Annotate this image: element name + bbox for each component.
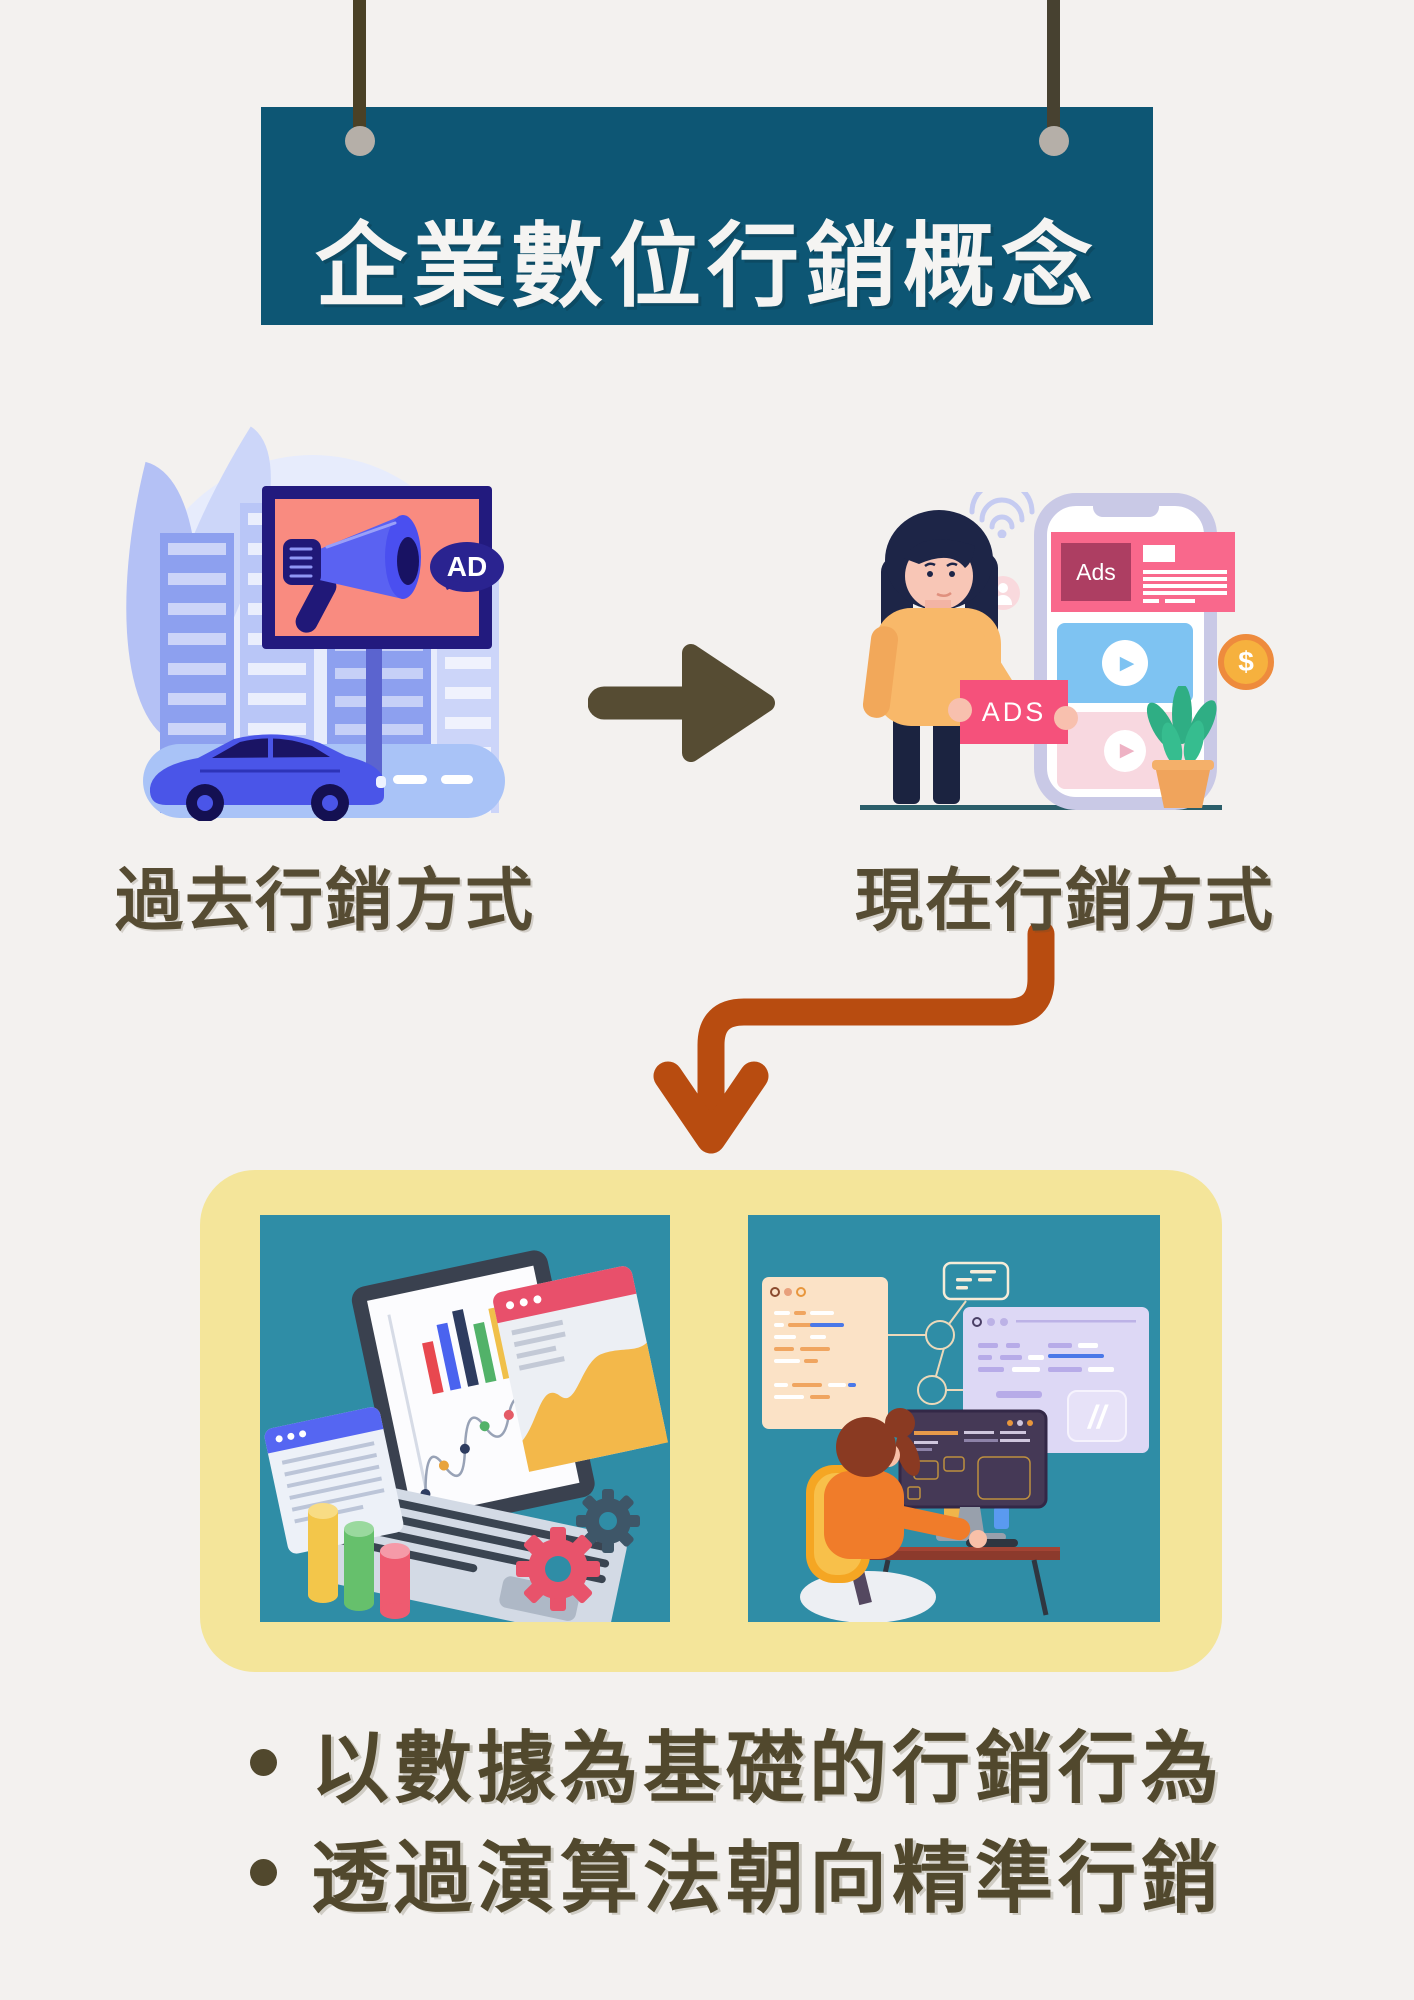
cylinder-chart <box>308 1503 410 1619</box>
ad-card-headline <box>1143 545 1175 562</box>
car-icon <box>150 734 386 821</box>
sign-board: 企業數位行銷概念 <box>261 107 1153 325</box>
gear-icon <box>516 1527 600 1611</box>
code-window-peach <box>762 1277 888 1429</box>
ads-sign-text: ADS <box>981 696 1047 727</box>
hand <box>948 698 972 722</box>
page-title: 企業數位行銷概念 <box>314 216 1099 318</box>
phone-notch <box>1092 504 1159 517</box>
megaphone-icon <box>283 515 421 633</box>
ad-card-line <box>1143 599 1159 603</box>
browser-window-small <box>264 1407 404 1554</box>
label-past-marketing: 過去行銷方式 <box>114 863 535 939</box>
coin-icon: $ <box>1218 634 1274 690</box>
bullet-dot <box>250 1748 277 1776</box>
sticky-tag <box>994 1507 1009 1529</box>
billboard-pole <box>366 640 382 782</box>
bullet-dot <box>250 1858 277 1886</box>
chat-box-outline <box>942 1261 1010 1301</box>
laptop-analytics-illustration <box>264 1250 669 1622</box>
hanger-pin-left <box>345 126 375 156</box>
ad-card-line <box>1143 584 1227 588</box>
ad-speech-bubble: AD <box>430 542 504 592</box>
wifi-icon <box>969 492 1035 538</box>
browser-window-chart <box>493 1266 669 1472</box>
play-glyph: ▶ <box>1119 740 1135 761</box>
ads-handheld-sign: ADS <box>960 680 1068 744</box>
bullet-text: 透過演算法朝向精準行銷 <box>311 1834 1225 1922</box>
play-icon: ▶ <box>1102 640 1148 686</box>
bullet-item: 以數據為基礎的行銷行為 <box>250 1706 1224 1818</box>
developer-panel: // <box>748 1215 1160 1622</box>
plant-icon <box>1146 686 1217 808</box>
road-dash <box>393 775 427 784</box>
ad-card-text: Ads <box>1076 558 1116 585</box>
play-icon: ▶ <box>1104 729 1146 772</box>
user-badge-head <box>998 583 1008 593</box>
hand <box>1054 706 1078 730</box>
result-box: // <box>200 1170 1222 1672</box>
ad-card-line <box>1165 599 1195 603</box>
phone-video-card: ▶ <box>1057 623 1193 703</box>
gear-icon <box>576 1489 640 1553</box>
road-dash <box>441 775 473 784</box>
analytics-panel <box>260 1215 670 1622</box>
label-now-marketing: 現在行銷方式 <box>854 863 1275 939</box>
hanger-post-left <box>353 0 366 132</box>
code-badge-text: // <box>1086 1399 1109 1435</box>
developer-illustration: // <box>762 1261 1149 1622</box>
arrow-right-icon <box>588 644 775 762</box>
woman-at-desk <box>824 1408 1018 1559</box>
arrow-curved-down-icon <box>653 924 1055 1154</box>
bullet-text: 以數據為基礎的行銷行為 <box>311 1724 1225 1812</box>
ground-line <box>860 805 1222 810</box>
ad-bubble-text: AD <box>446 551 488 582</box>
ad-card-line <box>1143 570 1227 574</box>
play-glyph: ▶ <box>1119 652 1135 674</box>
woman-illustration <box>862 510 1020 804</box>
ad-card-thumbnail: Ads <box>1061 543 1131 601</box>
user-badge-body <box>994 595 1012 605</box>
ad-card-line <box>1143 577 1227 581</box>
bullet-item: 透過演算法朝向精準行銷 <box>250 1816 1224 1928</box>
hanger-pin-right <box>1039 126 1069 156</box>
ad-card-line <box>1143 591 1227 595</box>
coin-symbol: $ <box>1238 646 1254 677</box>
hanger-post-right <box>1047 0 1060 132</box>
phone-ad-card: Ads <box>1051 532 1235 612</box>
